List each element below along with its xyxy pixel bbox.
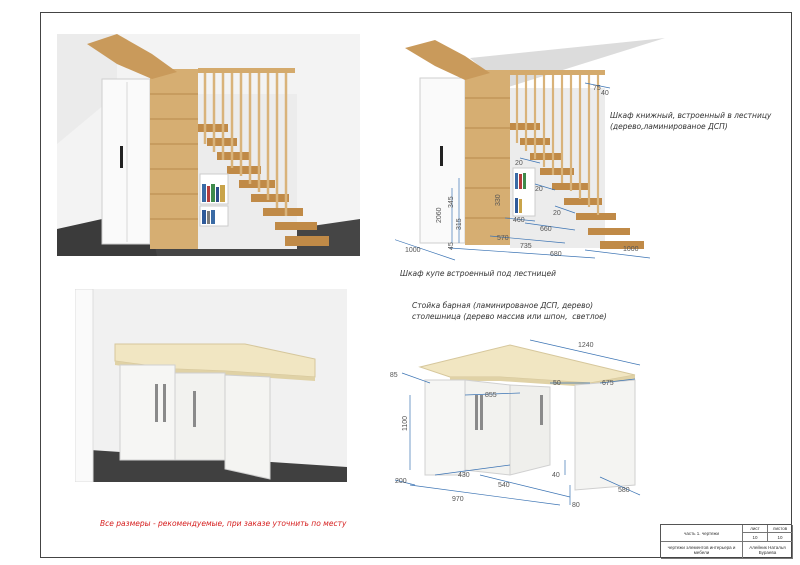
bar-render-image <box>74 288 347 483</box>
bar-dimension-labels: 1240 385 855 50 675 1100 200 430 540 40 … <box>390 342 630 509</box>
dim-200: 200 <box>395 478 407 485</box>
stairs-dimension-labels: 75 40 2060 345 45 315 330 1000 570 735 6… <box>405 85 639 258</box>
bookcase-caption: Шкаф книжный, встроенный в лестницу (дер… <box>610 111 772 131</box>
dim-430: 430 <box>458 472 470 479</box>
dim-385: 385 <box>390 372 398 379</box>
stairs-dimensioned-render: 75 40 2060 345 45 315 330 1000 570 735 6… <box>389 38 665 268</box>
dim-1000-right: 1000 <box>623 246 639 253</box>
bar-dimensioned-image <box>394 339 641 506</box>
bar-caption: Стойка барная (ламинированое ДСП, дерево… <box>412 301 607 321</box>
title-block: часть 1. чертежи лист листов 10 10 черте… <box>660 524 793 559</box>
dim-20-c: 20 <box>553 210 561 217</box>
dim-580: 580 <box>618 487 630 494</box>
recommendation-note: Все размеры - рекомендуемые, при заказе … <box>100 519 347 528</box>
stairs-render <box>57 34 360 256</box>
dim-540: 540 <box>498 482 510 489</box>
dim-20-b: 20 <box>535 186 543 193</box>
stairs-render-image <box>57 34 360 256</box>
dim-675: 675 <box>602 380 614 387</box>
dim-570: 570 <box>497 235 509 242</box>
dim-80: 80 <box>572 502 580 509</box>
dim-1000-left: 1000 <box>405 247 421 254</box>
stairs-dimensioned-image <box>389 38 665 261</box>
title-block-description: чертежи элементов интерьера и мебели <box>661 542 743 559</box>
dim-345: 345 <box>448 196 455 208</box>
title-block-sheet-label: лист <box>743 525 768 533</box>
dim-20-a: 20 <box>515 160 523 167</box>
dim-40: 40 <box>552 472 560 479</box>
dim-735: 735 <box>520 243 532 250</box>
drawing-frame <box>40 12 792 558</box>
dim-970: 970 <box>452 496 464 503</box>
dim-1100: 1100 <box>402 416 409 431</box>
dim-460: 460 <box>513 217 525 224</box>
dim-680: 680 <box>550 251 562 258</box>
dim-75: 75 <box>593 85 601 92</box>
bar-dimensioned-render: 1240 385 855 50 675 1100 200 430 540 40 … <box>390 335 650 515</box>
dim-315: 315 <box>456 218 463 230</box>
dim-1240: 1240 <box>578 342 594 349</box>
dim-45: 45 <box>448 242 455 250</box>
wardrobe-caption: Шкаф купе встроенный под лестницей <box>400 269 557 278</box>
title-block-sheets-label: листов <box>768 525 793 533</box>
title-block-author: Алейник Наталья Бураева <box>743 542 793 559</box>
title-block-sheets: 10 <box>768 533 793 542</box>
dim-50: 50 <box>553 380 561 387</box>
dim-660: 660 <box>540 226 552 233</box>
dim-330: 330 <box>495 194 502 206</box>
title-block-sheet: 10 <box>743 533 768 542</box>
dim-2060: 2060 <box>436 207 443 223</box>
bar-render <box>74 288 347 483</box>
dim-40: 40 <box>601 90 609 97</box>
dim-855: 855 <box>485 392 497 399</box>
title-block-part: часть 1. чертежи <box>661 525 743 542</box>
